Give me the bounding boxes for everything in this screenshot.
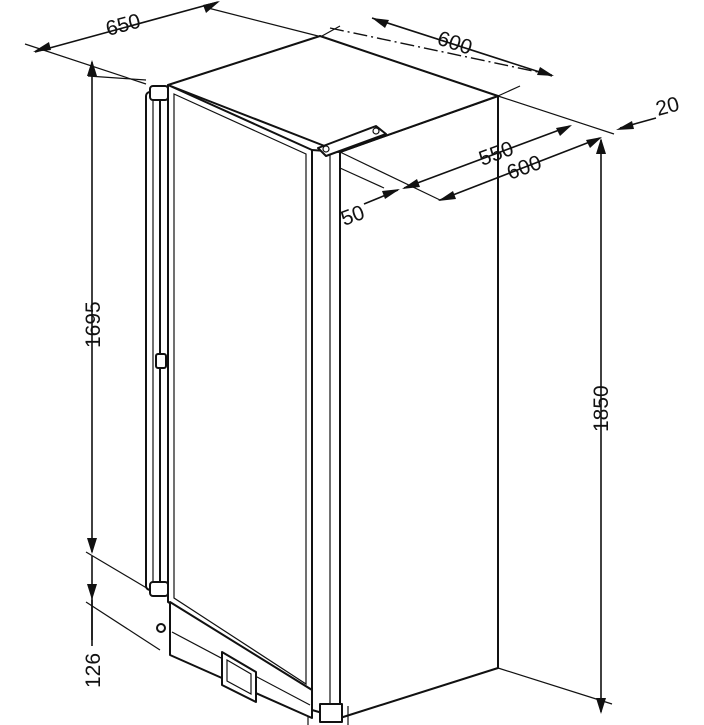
handle-mid-clip <box>155 353 167 369</box>
handle-top-mount <box>149 85 169 101</box>
cabinet <box>156 35 499 725</box>
hinge <box>317 125 387 157</box>
door-panel <box>167 84 313 691</box>
dim-height-base <box>87 556 97 646</box>
label-gap-wall: 20 <box>653 93 682 121</box>
hinge-screw-left <box>322 145 330 153</box>
control-display-screen <box>226 658 252 696</box>
label-height-total: 1850 <box>590 385 613 432</box>
label-height-door: 1695 <box>82 301 105 348</box>
handle-bottom-mount <box>149 581 169 597</box>
extension-lines <box>24 7 615 705</box>
door-inner-frame <box>173 93 307 686</box>
dim-height-total <box>596 138 606 714</box>
cabinet-foot <box>319 703 343 723</box>
control-display-panel <box>221 651 257 703</box>
base-plinth <box>169 601 313 719</box>
hinge-screw-right <box>372 127 380 135</box>
label-depth-top: 600 <box>434 27 474 60</box>
label-height-base: 126 <box>82 653 105 688</box>
dim-depth-600 <box>438 137 602 201</box>
hinge-plate <box>317 125 387 157</box>
dim-height-door <box>87 60 97 554</box>
dim-depth-550 <box>402 125 572 189</box>
dim-door-offset <box>363 189 400 205</box>
lock-icon <box>156 623 166 633</box>
dim-gap-wall <box>616 117 657 130</box>
cabinet-front-edge <box>311 149 341 719</box>
dim-depth-top <box>329 17 554 77</box>
dim-width-overall <box>33 1 220 53</box>
door-handle <box>145 85 169 597</box>
label-width-overall: 650 <box>103 10 143 41</box>
